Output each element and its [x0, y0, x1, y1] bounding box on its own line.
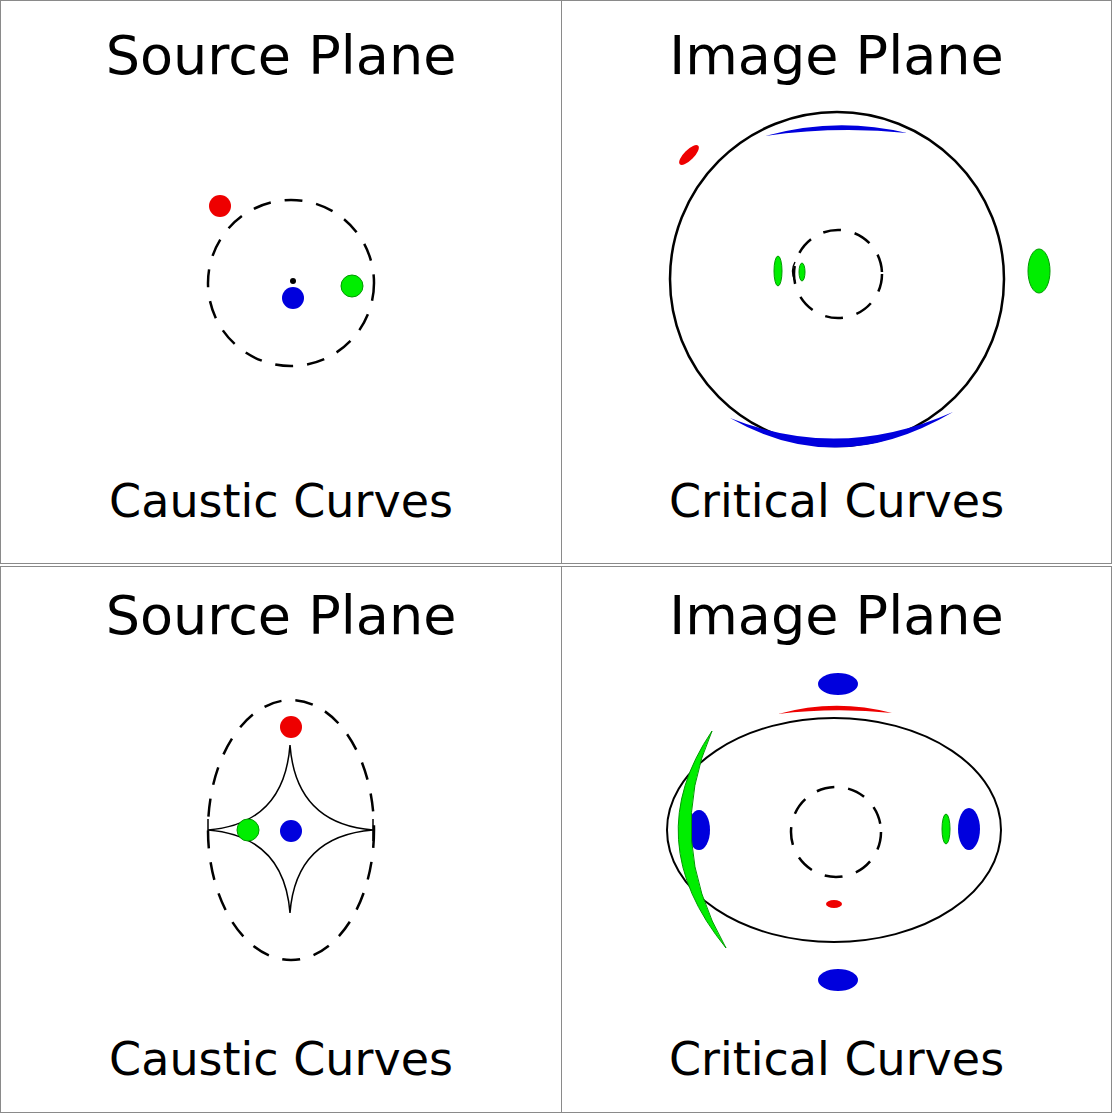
- plane-heading: Source Plane: [1, 585, 561, 647]
- blue-source: [280, 820, 302, 842]
- red-source: [209, 195, 231, 217]
- point-caustic: [290, 278, 296, 284]
- plane-heading: Image Plane: [562, 585, 1111, 647]
- plane-heading: Source Plane: [1, 25, 561, 87]
- blue-image: [818, 673, 858, 695]
- red-arc: [778, 706, 892, 714]
- plane-panel: Image PlaneCritical Curves: [561, 0, 1112, 564]
- green-image: [774, 256, 782, 286]
- caustic-tick: [207, 819, 209, 841]
- green-arc: [678, 731, 726, 948]
- caustic-dashed: [208, 700, 374, 960]
- red-image: [826, 900, 842, 908]
- curve-label: Critical Curves: [562, 1033, 1111, 1086]
- blue-source: [282, 287, 304, 309]
- caustic-dashed: [208, 200, 374, 366]
- green-image: [799, 263, 805, 281]
- blue-image: [818, 969, 858, 991]
- green-source: [341, 275, 363, 297]
- blue-image: [958, 808, 980, 850]
- critical-dashed: [794, 230, 882, 318]
- plane-panel: Source PlaneCaustic Curves: [0, 566, 562, 1113]
- blue-arc: [765, 125, 907, 136]
- critical-curve: [670, 112, 1004, 446]
- plane-panel: Image PlaneCritical Curves: [561, 566, 1112, 1113]
- blue-arc: [730, 412, 953, 448]
- curve-label: Caustic Curves: [1, 1033, 561, 1086]
- plane-panel: Source PlaneCaustic Curves: [0, 0, 562, 564]
- red-image: [676, 142, 701, 167]
- curve-label: Critical Curves: [562, 475, 1111, 528]
- astroid-caustic: [208, 745, 373, 913]
- caustic-tick: [372, 819, 374, 841]
- green-image: [1028, 249, 1050, 293]
- plane-heading: Image Plane: [562, 25, 1111, 87]
- curve-label: Caustic Curves: [1, 475, 561, 528]
- critical-dashed: [791, 787, 881, 877]
- red-source: [280, 716, 302, 738]
- black-image: [793, 262, 796, 281]
- green-image: [942, 814, 950, 844]
- green-source: [237, 819, 259, 841]
- critical-curve: [667, 718, 1001, 942]
